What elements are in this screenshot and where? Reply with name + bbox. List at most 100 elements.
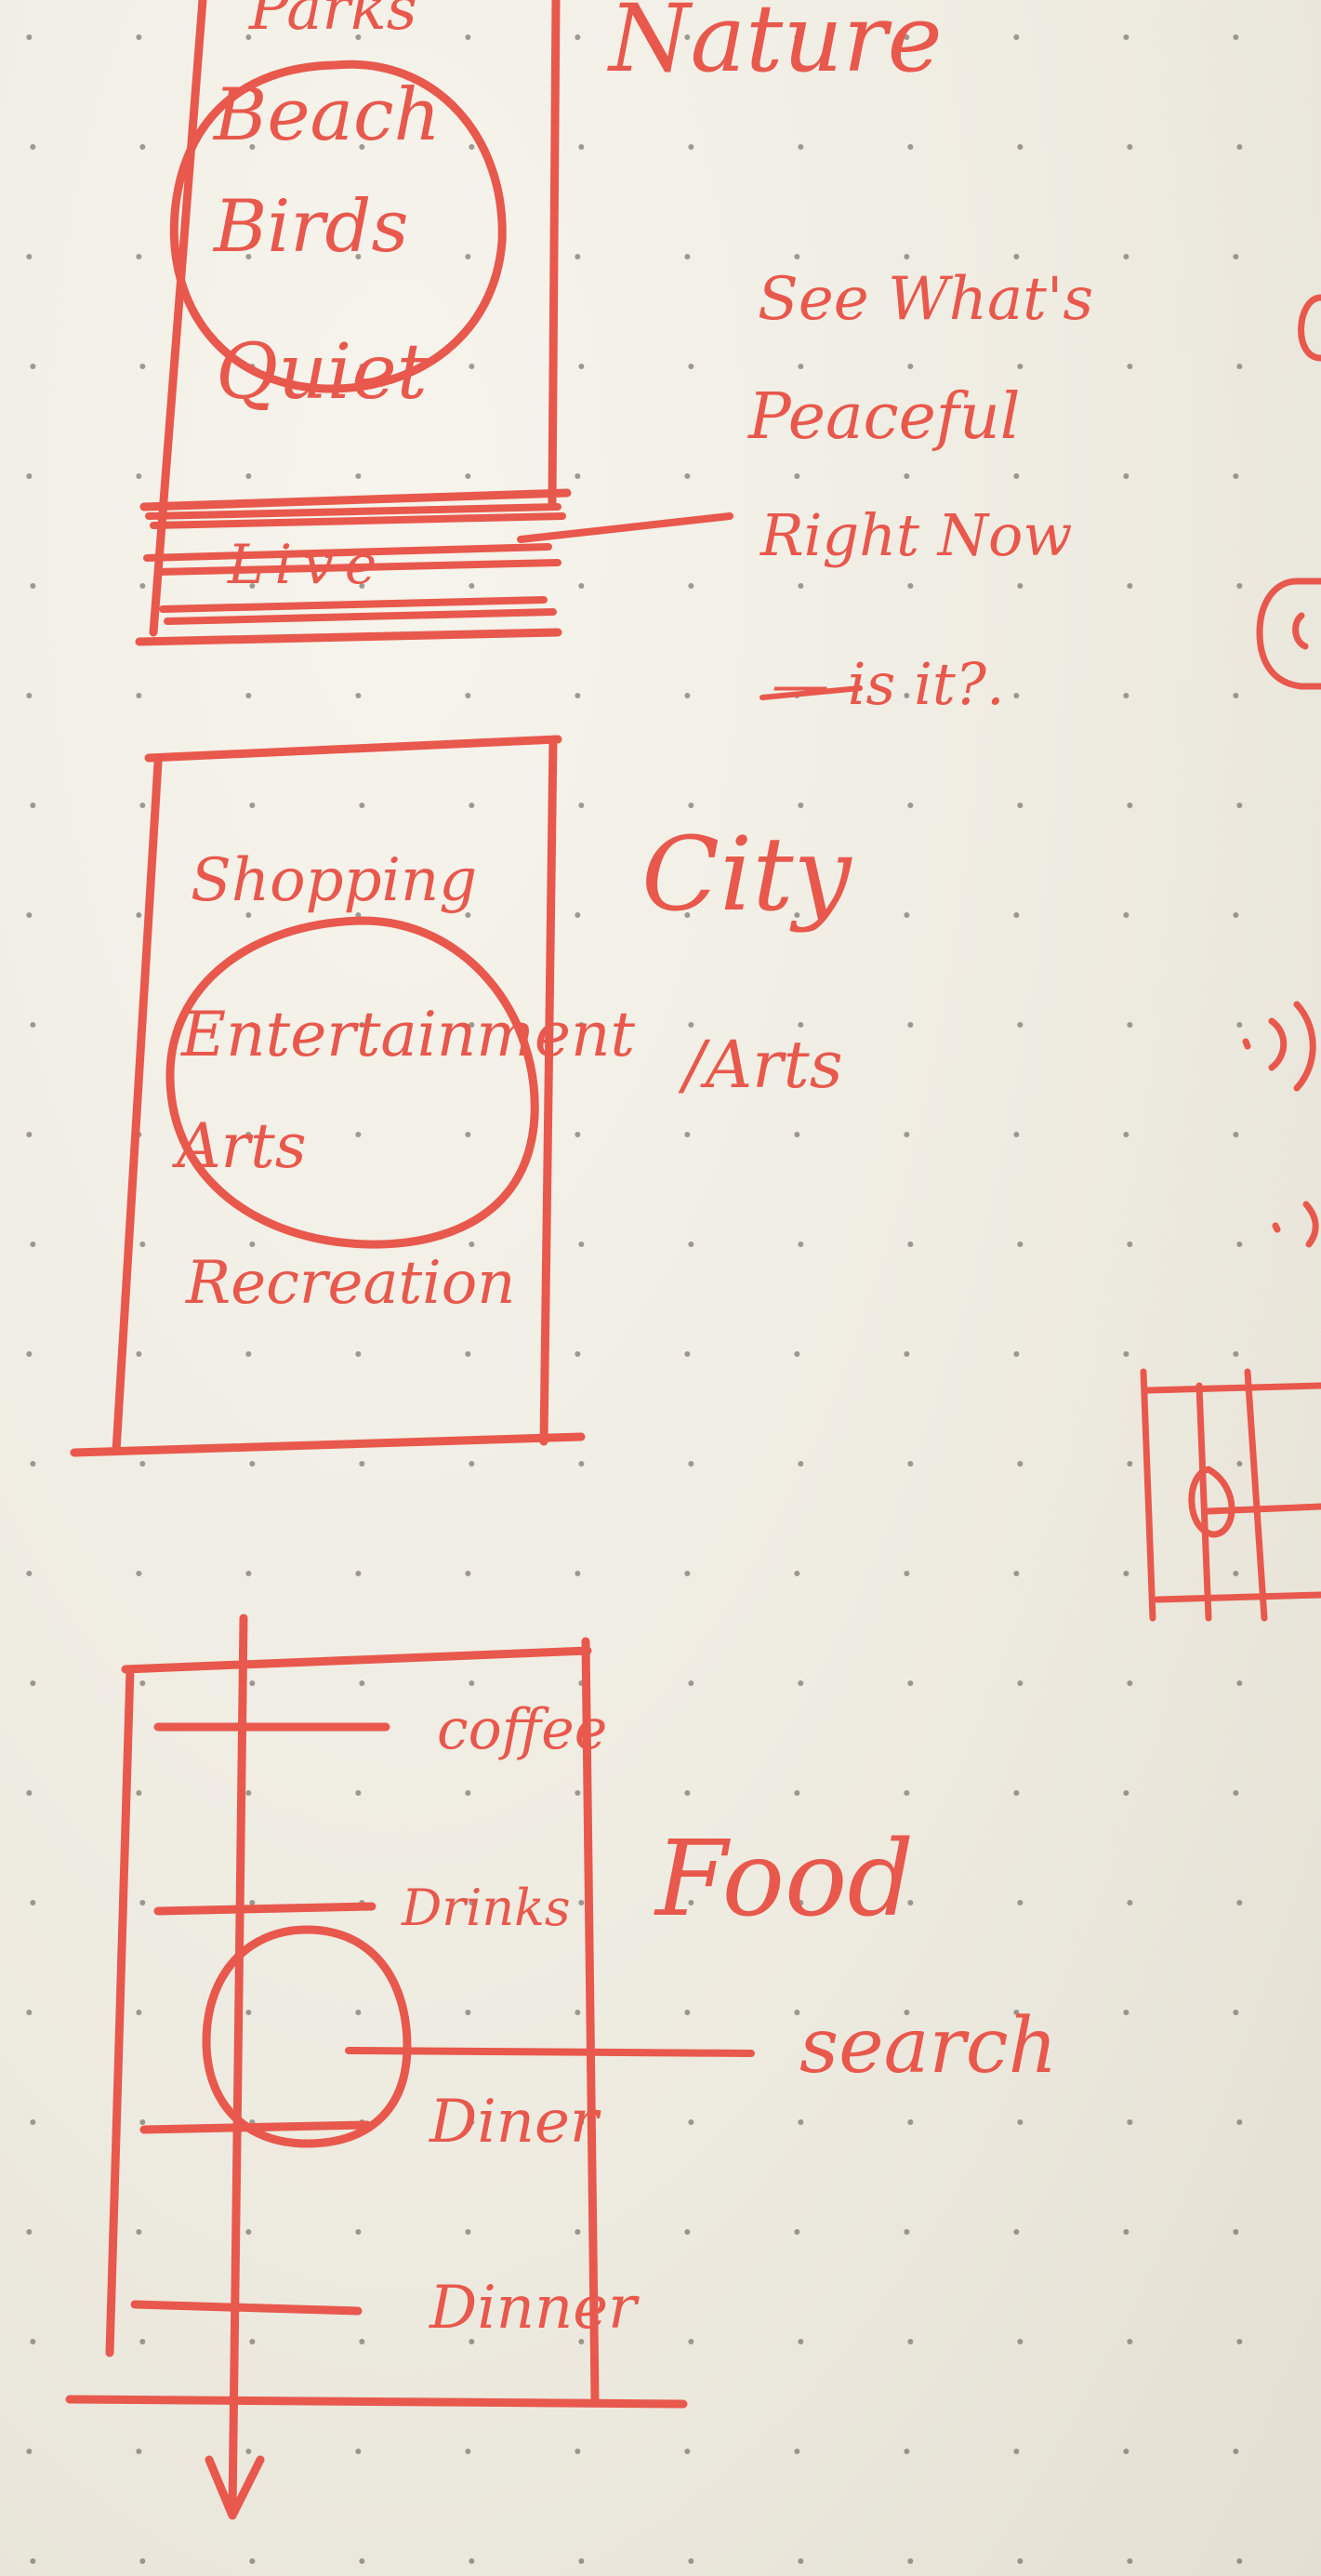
grid-dot xyxy=(26,1571,33,1576)
grid-dot xyxy=(578,2558,585,2564)
grid-dot xyxy=(907,1900,914,1905)
grid-dot xyxy=(907,1242,914,1247)
grid-dot xyxy=(30,2119,36,2125)
grid-dot xyxy=(30,1461,36,1467)
grid-dot xyxy=(30,1680,36,1686)
grid-dot xyxy=(907,583,914,589)
grid-dot xyxy=(1236,803,1243,808)
grid-dot xyxy=(355,473,362,479)
grid-dot xyxy=(1123,1790,1129,1796)
grid-dot xyxy=(136,2010,142,2015)
edge-signal-dot xyxy=(1272,1201,1319,1248)
grid-dot xyxy=(904,1790,910,1796)
grid-dot xyxy=(469,1242,475,1247)
grid-dot xyxy=(26,1132,33,1137)
grid-dot xyxy=(904,1351,910,1357)
grid-dot xyxy=(26,2449,33,2454)
city-item-shopping: Shopping xyxy=(191,846,478,915)
grid-dot xyxy=(465,1571,471,1576)
city-item-entertainment: Entertainment xyxy=(181,999,635,1070)
nature-item-birds: Birds xyxy=(214,185,409,269)
grid-dot xyxy=(359,2558,365,2564)
grid-dot xyxy=(249,803,256,808)
nature-item-parks: Parks xyxy=(249,0,417,44)
grid-dot xyxy=(249,1680,256,1686)
grid-dot xyxy=(139,583,146,589)
grid-dot xyxy=(1127,1900,1133,1905)
grid-dot xyxy=(1233,693,1239,698)
grid-dot xyxy=(465,693,471,698)
grid-dot xyxy=(575,2449,581,2454)
grid-dot xyxy=(1236,364,1243,369)
grid-dot xyxy=(1233,2449,1239,2454)
grid-dot xyxy=(249,2558,256,2564)
grid-dot xyxy=(794,912,800,918)
city-screen-sketch xyxy=(70,735,586,1457)
edge-signal-arcs xyxy=(1242,1001,1316,1092)
city-item-recreation: Recreation xyxy=(186,1249,516,1318)
grid-dot xyxy=(688,2339,694,2344)
grid-dot xyxy=(469,2558,475,2564)
grid-dot xyxy=(1127,803,1133,808)
grid-dot xyxy=(1013,473,1020,479)
grid-dot xyxy=(907,1022,914,1028)
grid-dot xyxy=(907,803,914,808)
grid-dot xyxy=(1123,254,1129,259)
grid-dot xyxy=(136,912,142,918)
grid-dot xyxy=(26,1790,33,1796)
grid-dot xyxy=(139,1680,146,1686)
grid-dot xyxy=(249,1242,256,1247)
grid-dot xyxy=(26,2229,33,2235)
grid-dot xyxy=(798,1242,804,1247)
grid-dot xyxy=(245,2229,252,2235)
grid-dot xyxy=(688,583,694,589)
grid-dot xyxy=(245,2010,252,2015)
grid-dot xyxy=(684,2229,691,2235)
food-search-label: search xyxy=(799,2002,1058,2091)
grid-dot xyxy=(1017,1022,1024,1028)
grid-dot xyxy=(469,2119,475,2125)
grid-dot xyxy=(1017,2558,1024,2564)
grid-dot xyxy=(688,144,694,150)
nature-note-line-2: Peaceful xyxy=(748,380,1021,454)
food-item-drinks: Drinks xyxy=(402,1879,571,1937)
grid-dot xyxy=(798,2339,804,2344)
grid-dot xyxy=(1233,473,1239,479)
grid-dot xyxy=(139,1900,146,1905)
grid-dot xyxy=(139,1461,146,1467)
grid-dot xyxy=(798,1680,804,1686)
grid-dot xyxy=(904,693,910,698)
grid-dot xyxy=(249,2339,256,2344)
grid-dot xyxy=(1127,364,1133,369)
grid-dot xyxy=(139,364,146,369)
city-item-arts: Arts xyxy=(177,1110,307,1182)
grid-dot xyxy=(136,254,142,259)
grid-dot xyxy=(575,34,581,40)
grid-dot xyxy=(30,1900,36,1905)
grid-dot xyxy=(136,1351,142,1357)
grid-dot xyxy=(578,1022,585,1028)
grid-dot xyxy=(907,144,914,150)
grid-dot xyxy=(684,1351,691,1357)
grid-dot xyxy=(1017,2119,1024,2125)
grid-dot xyxy=(469,2339,475,2344)
grid-dot xyxy=(688,1022,694,1028)
grid-dot xyxy=(907,364,914,369)
grid-dot xyxy=(907,2558,914,2564)
grid-dot xyxy=(245,34,252,40)
grid-dot xyxy=(684,1571,691,1576)
grid-dot xyxy=(1013,1132,1020,1137)
grid-dot xyxy=(794,1790,800,1796)
grid-dot xyxy=(1123,2229,1129,2235)
grid-dot xyxy=(469,364,475,369)
grid-dot xyxy=(355,693,362,698)
grid-dot xyxy=(684,254,691,259)
grid-dot xyxy=(355,1351,362,1357)
grid-dot xyxy=(794,34,800,40)
grid-dot xyxy=(469,144,475,150)
grid-dot xyxy=(907,2119,914,2125)
grid-dot xyxy=(904,2449,910,2454)
grid-dot xyxy=(1017,1242,1024,1247)
grid-dot xyxy=(359,583,365,589)
grid-dot xyxy=(136,473,142,479)
